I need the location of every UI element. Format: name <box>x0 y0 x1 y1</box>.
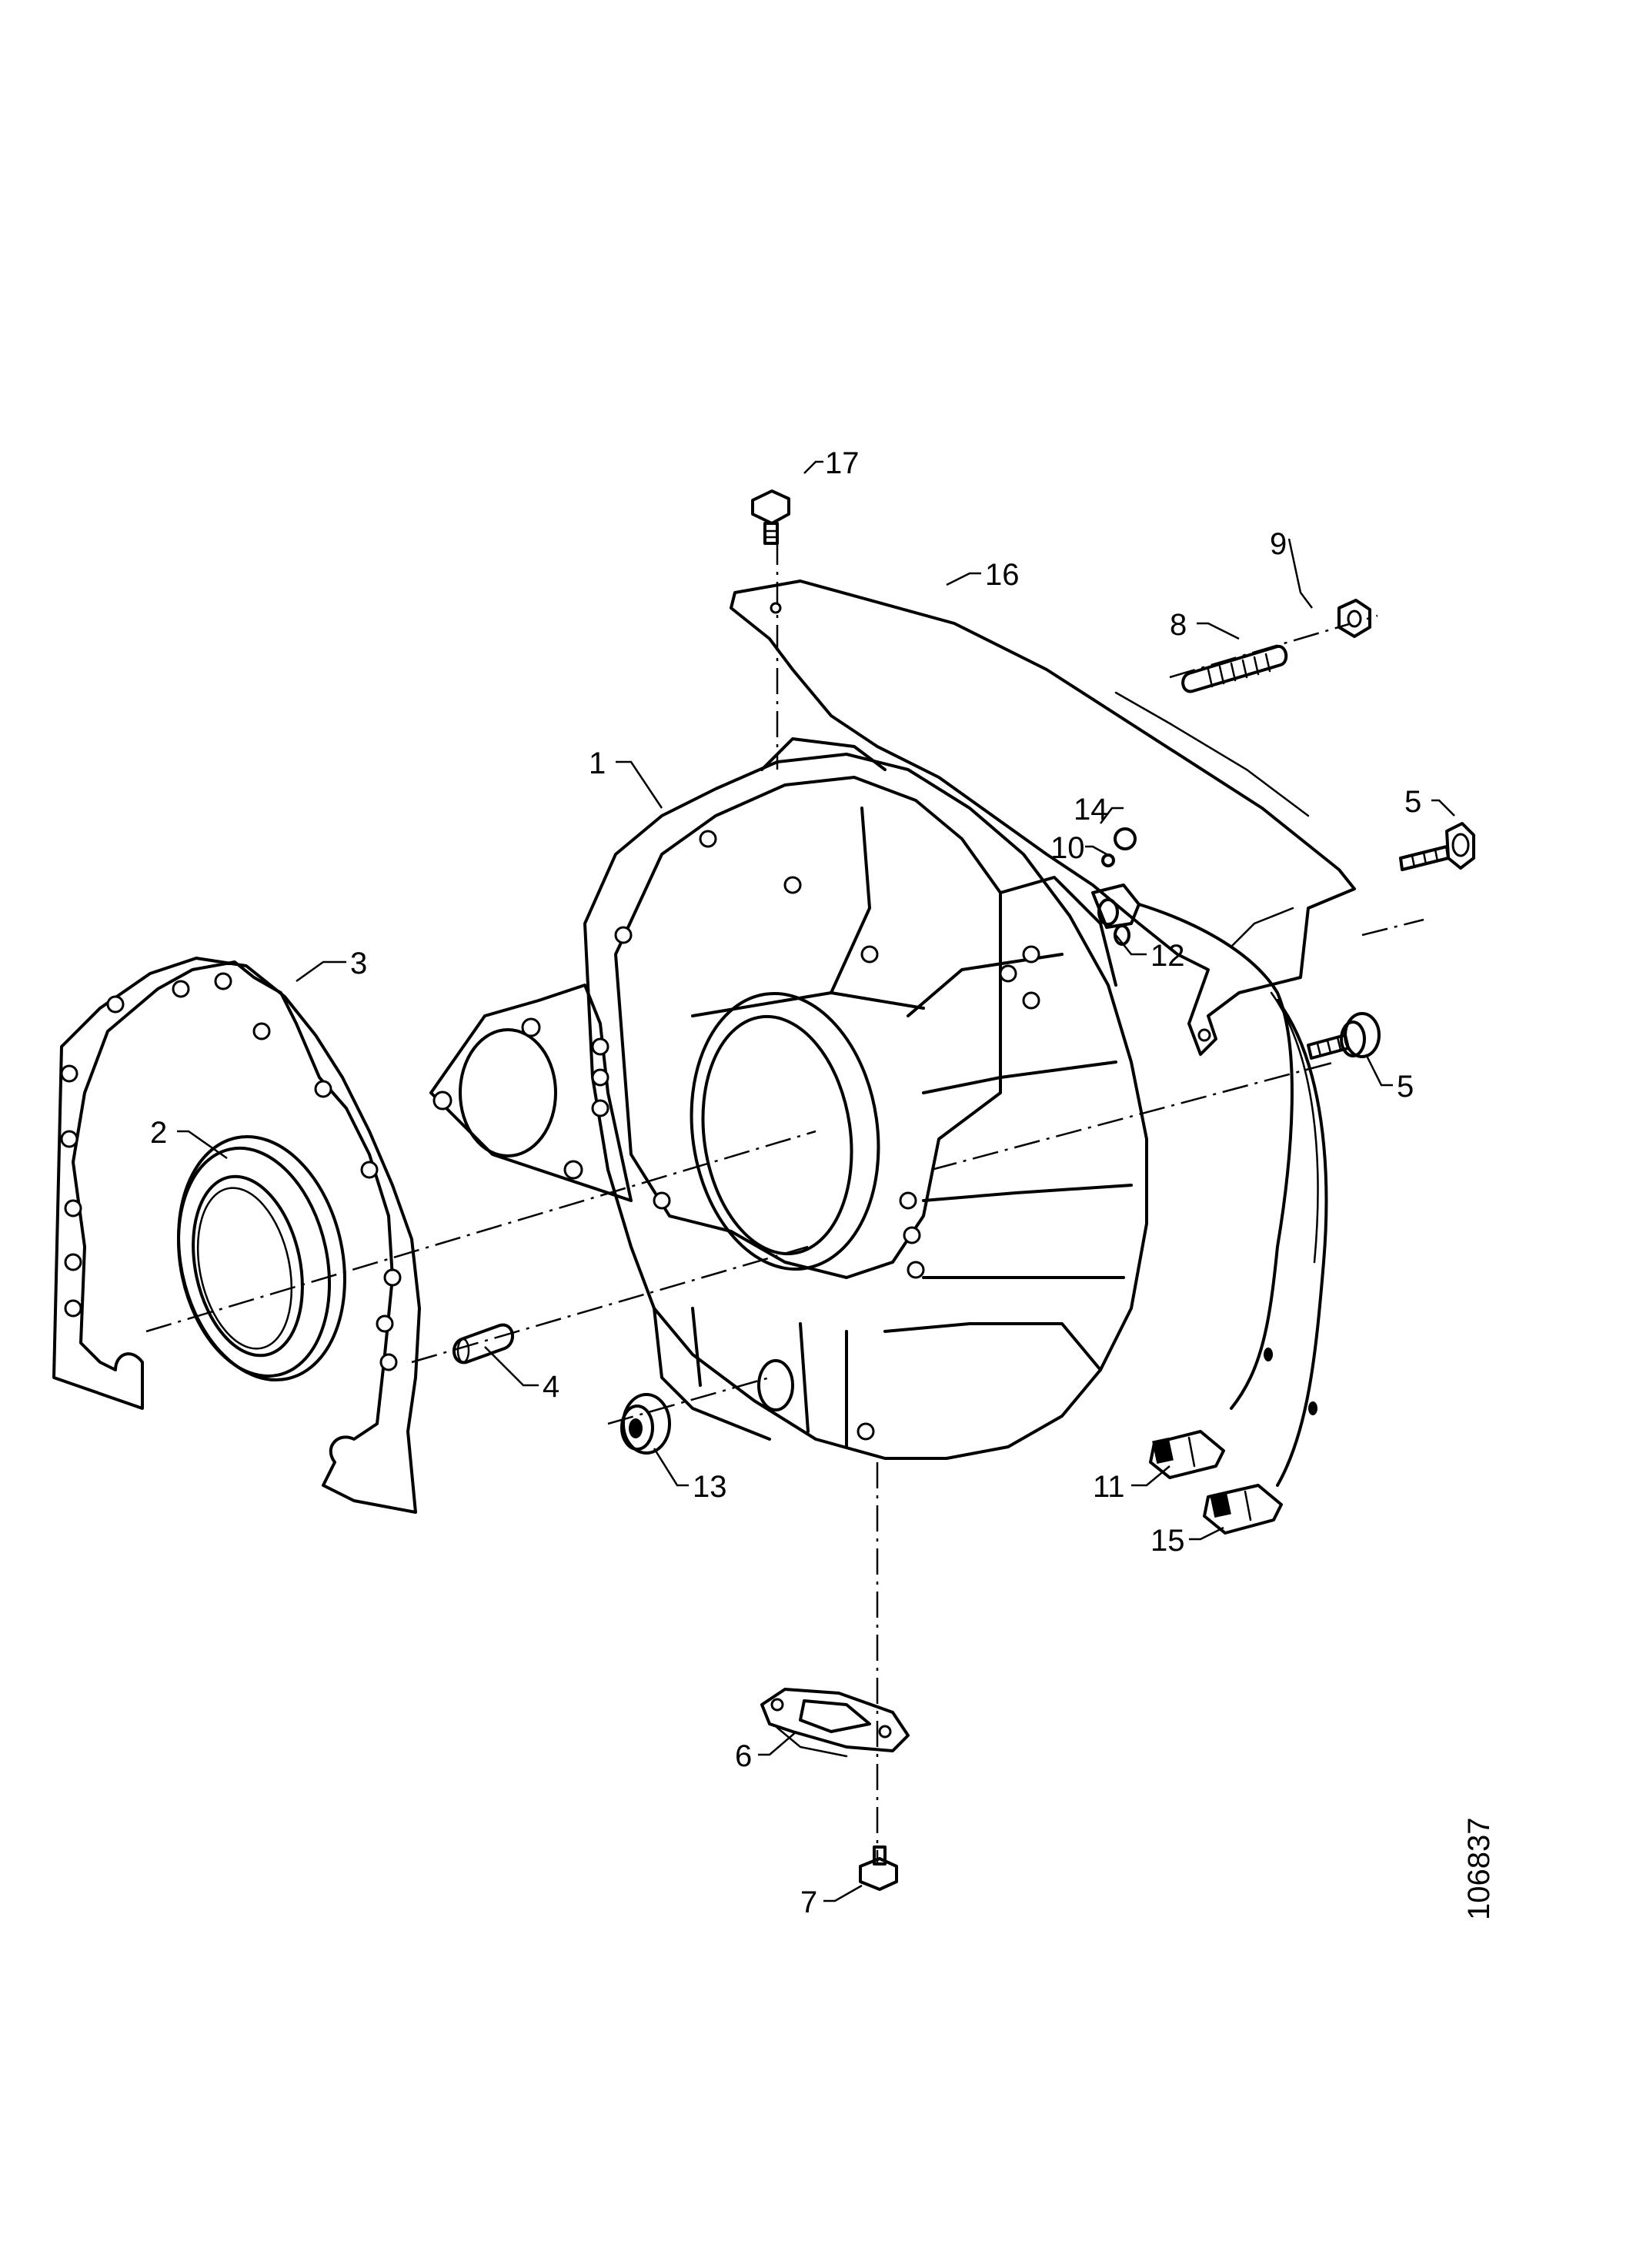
label-12: 12 <box>1150 939 1185 973</box>
label-2: 2 <box>150 1116 167 1150</box>
label-5a: 5 <box>1404 785 1421 819</box>
fitting-part-14 <box>1114 827 1137 850</box>
bolt-part-5-lower <box>1307 1012 1381 1060</box>
label-14: 14 <box>1074 793 1108 827</box>
label-15: 16 <box>985 558 1020 592</box>
bolt-part-16 <box>751 489 790 545</box>
stud-part-8 <box>1181 644 1288 693</box>
label-11: 11 <box>1093 1470 1125 1504</box>
label-3: 3 <box>350 947 367 980</box>
gasket-part-3 <box>52 957 421 1514</box>
washer-part-10 <box>1101 853 1115 867</box>
label-5b: 5 <box>1397 1070 1414 1104</box>
label-17: 13 <box>693 1470 727 1504</box>
label-1: 1 <box>589 747 606 780</box>
dowel-pin-part-4 <box>452 1323 514 1364</box>
callout-labels: 17 16 9 8 1 5 14 10 12 5 3 2 4 13 11 15 … <box>150 446 1421 1919</box>
plug-part-17 <box>620 1393 671 1455</box>
center-lines <box>145 539 1424 1862</box>
label-8: 8 <box>1170 608 1187 642</box>
seal-ring-part-2 <box>176 1134 346 1382</box>
label-10: 10 <box>1050 831 1085 865</box>
label-4: 4 <box>543 1370 559 1404</box>
flywheel-housing-part-1 <box>429 737 1148 1460</box>
label-9: 9 <box>1270 527 1287 561</box>
cover-part-6 <box>760 1688 910 1758</box>
bolt-part-7 <box>859 1845 898 1891</box>
bolt-part-5-upper <box>1399 822 1475 871</box>
connector-part-13 <box>1203 1484 1283 1535</box>
cover-plate-part-15 <box>730 580 1356 1056</box>
label-13: 15 <box>1150 1524 1185 1558</box>
label-6: 6 <box>735 1739 752 1773</box>
connector-part-11 <box>1149 1430 1225 1479</box>
label-16: 17 <box>825 446 860 480</box>
label-7: 7 <box>800 1886 817 1919</box>
leader-lines <box>177 460 1455 1902</box>
wiring-harness <box>1137 903 1328 1487</box>
reference-number: 106837 <box>1462 1818 1496 1920</box>
nut-part-9 <box>1337 599 1371 638</box>
